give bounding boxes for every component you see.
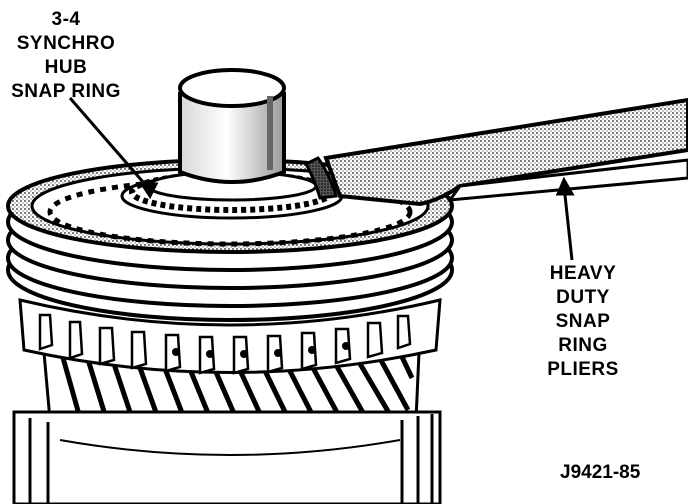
label-line: PLIERS bbox=[547, 359, 619, 380]
label-line: SYNCHRO bbox=[16, 33, 116, 54]
pliers-leader-line bbox=[562, 185, 574, 261]
synchro-teeth-band bbox=[18, 298, 442, 375]
output-shaft bbox=[178, 68, 286, 184]
synchro-hub-snap-ring-label: 3-4 SYNCHRO HUB SNAP RING bbox=[2, 8, 130, 104]
label-line: HEAVY bbox=[549, 263, 617, 284]
leader-lines bbox=[68, 97, 575, 261]
lower-spline-section bbox=[12, 410, 442, 504]
label-line: SNAP bbox=[555, 311, 611, 332]
snap-ring-pliers bbox=[303, 97, 688, 207]
label-line: DUTY bbox=[556, 287, 610, 308]
figure-id: J9421-85 bbox=[560, 462, 641, 483]
label-line: 3-4 bbox=[51, 9, 81, 30]
pliers-leader-arrow bbox=[555, 176, 575, 196]
label-line: RING bbox=[558, 335, 608, 356]
label-line: HUB bbox=[44, 57, 88, 78]
label-line: SNAP RING bbox=[11, 81, 121, 102]
synchro-leader-arrow bbox=[139, 182, 159, 199]
synchro-leader-line bbox=[68, 97, 152, 191]
heavy-duty-snap-ring-pliers-label: HEAVY DUTY SNAP RING PLIERS bbox=[540, 262, 626, 382]
